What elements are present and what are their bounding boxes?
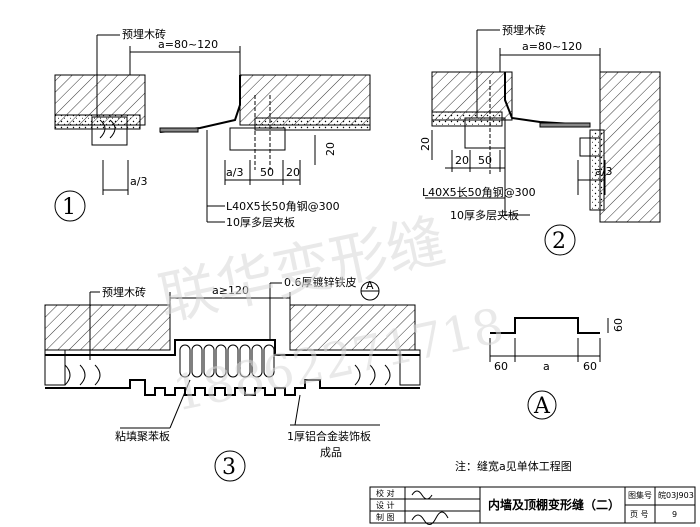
detail-number-circle bbox=[527, 390, 557, 420]
left-end-frame bbox=[44, 349, 66, 386]
detail-number: 3 bbox=[222, 455, 236, 480]
gap-dimension-text: a=80~120 bbox=[158, 38, 218, 51]
note-text: 注：缝宽a见单体工程图 bbox=[455, 459, 572, 473]
right-end-frame bbox=[399, 349, 421, 386]
detail-a: 60 a 60 60 A bbox=[489, 317, 625, 420]
left-wood-grain bbox=[64, 364, 101, 386]
cover-plate bbox=[504, 72, 591, 126]
aluminum-label: 1厚铝合金装饰板 bbox=[287, 429, 371, 443]
detail-number-circle bbox=[544, 224, 576, 256]
dim-50-text: 50 bbox=[260, 166, 274, 179]
angle-steel-label: L40X5长50角钢@300 bbox=[422, 186, 536, 199]
dim-50-text: 50 bbox=[478, 154, 492, 167]
sheet-profile bbox=[490, 317, 600, 334]
title-block: 校 对 设 计 制 图 内墙及顶棚变形缝（二） 图集号 皖03J903 页 号 … bbox=[369, 486, 696, 525]
left-plaster-layer bbox=[431, 111, 503, 127]
aluminum-leader bbox=[294, 394, 301, 426]
detail-number-circle bbox=[214, 450, 246, 482]
galvanized-sheet bbox=[45, 339, 420, 356]
drawing-title: 内墙及顶棚变形缝（二） bbox=[488, 497, 620, 512]
polystyrene-label: 粘填聚苯板 bbox=[115, 429, 170, 443]
atlas-number: 皖03J903 bbox=[658, 490, 694, 500]
detail-number: 2 bbox=[552, 229, 566, 254]
signature-marks bbox=[411, 490, 449, 525]
atlas-label: 图集号 bbox=[628, 490, 652, 500]
tb-draw-label: 制 图 bbox=[376, 512, 395, 522]
dim-a: a bbox=[543, 360, 550, 373]
dim-60-v: 60 bbox=[612, 318, 625, 332]
right-ceiling-slab bbox=[289, 304, 416, 351]
gap-dimension-text: a≥120 bbox=[212, 284, 249, 297]
cover-strip bbox=[539, 122, 591, 128]
plywood-label: 10厚多层夹板 bbox=[450, 208, 519, 222]
cover-plate bbox=[159, 75, 241, 133]
embedded-brick-label: 预埋木砖 bbox=[502, 23, 546, 37]
embedded-wood-brick bbox=[91, 116, 128, 146]
angle-steel-box bbox=[229, 127, 286, 151]
dim-60-right: 60 bbox=[583, 360, 597, 373]
a3-text: a/3 bbox=[595, 165, 612, 178]
a3-text-b: a/3 bbox=[226, 166, 243, 179]
gap-dimension-text: a=80~120 bbox=[522, 40, 582, 53]
page-label: 页 号 bbox=[630, 510, 649, 519]
embedded-wood-brick bbox=[579, 137, 601, 157]
page-number: 9 bbox=[672, 510, 677, 519]
polystyrene-fill bbox=[179, 344, 275, 378]
cover-strip bbox=[159, 127, 199, 133]
dim-20-v-text: 20 bbox=[419, 137, 432, 151]
detail-number: A bbox=[533, 394, 551, 419]
detail-2: a=80~120 预埋木砖 20 20 50 a/3 L40X5长50角钢@30… bbox=[419, 23, 661, 256]
right-wall bbox=[599, 71, 661, 223]
detail-number-circle bbox=[54, 190, 86, 222]
detail-3: a≥120 预埋木砖 0.6厚镀锌铁皮 A 粘填聚苯板 1厚铝合金装饰板 成品 … bbox=[44, 275, 421, 482]
embedded-brick-label: 预埋木砖 bbox=[102, 285, 146, 299]
aluminum-decorative-plate bbox=[45, 379, 420, 396]
plywood-label: 10厚多层夹板 bbox=[226, 215, 295, 229]
galvanized-label: 0.6厚镀锌铁皮 bbox=[284, 275, 357, 289]
finished-label: 成品 bbox=[320, 446, 342, 459]
polystyrene-leader bbox=[169, 379, 191, 429]
dim-60-left: 60 bbox=[494, 360, 508, 373]
detail-1: a=80~120 预埋木砖 a/3 a/3 50 20 20 L40X5长50角… bbox=[54, 27, 371, 229]
dim-20-text: 20 bbox=[455, 154, 469, 167]
tb-check-label: 校 对 bbox=[376, 488, 395, 498]
detail-number: 1 bbox=[62, 195, 76, 220]
dim-20-text: 20 bbox=[286, 166, 300, 179]
tb-design-label: 设 计 bbox=[376, 500, 395, 510]
embedded-brick-label: 预埋木砖 bbox=[122, 27, 166, 41]
a3-text: a/3 bbox=[130, 175, 147, 188]
wood-grain bbox=[99, 119, 116, 139]
left-ceiling-slab bbox=[44, 304, 171, 351]
right-plaster-layer bbox=[254, 117, 371, 131]
angle-steel-label: L40X5长50角钢@300 bbox=[226, 200, 340, 213]
ref-a-text: A bbox=[366, 279, 374, 292]
dim-20-v-text: 20 bbox=[324, 142, 337, 156]
right-wood-grain bbox=[354, 364, 391, 386]
